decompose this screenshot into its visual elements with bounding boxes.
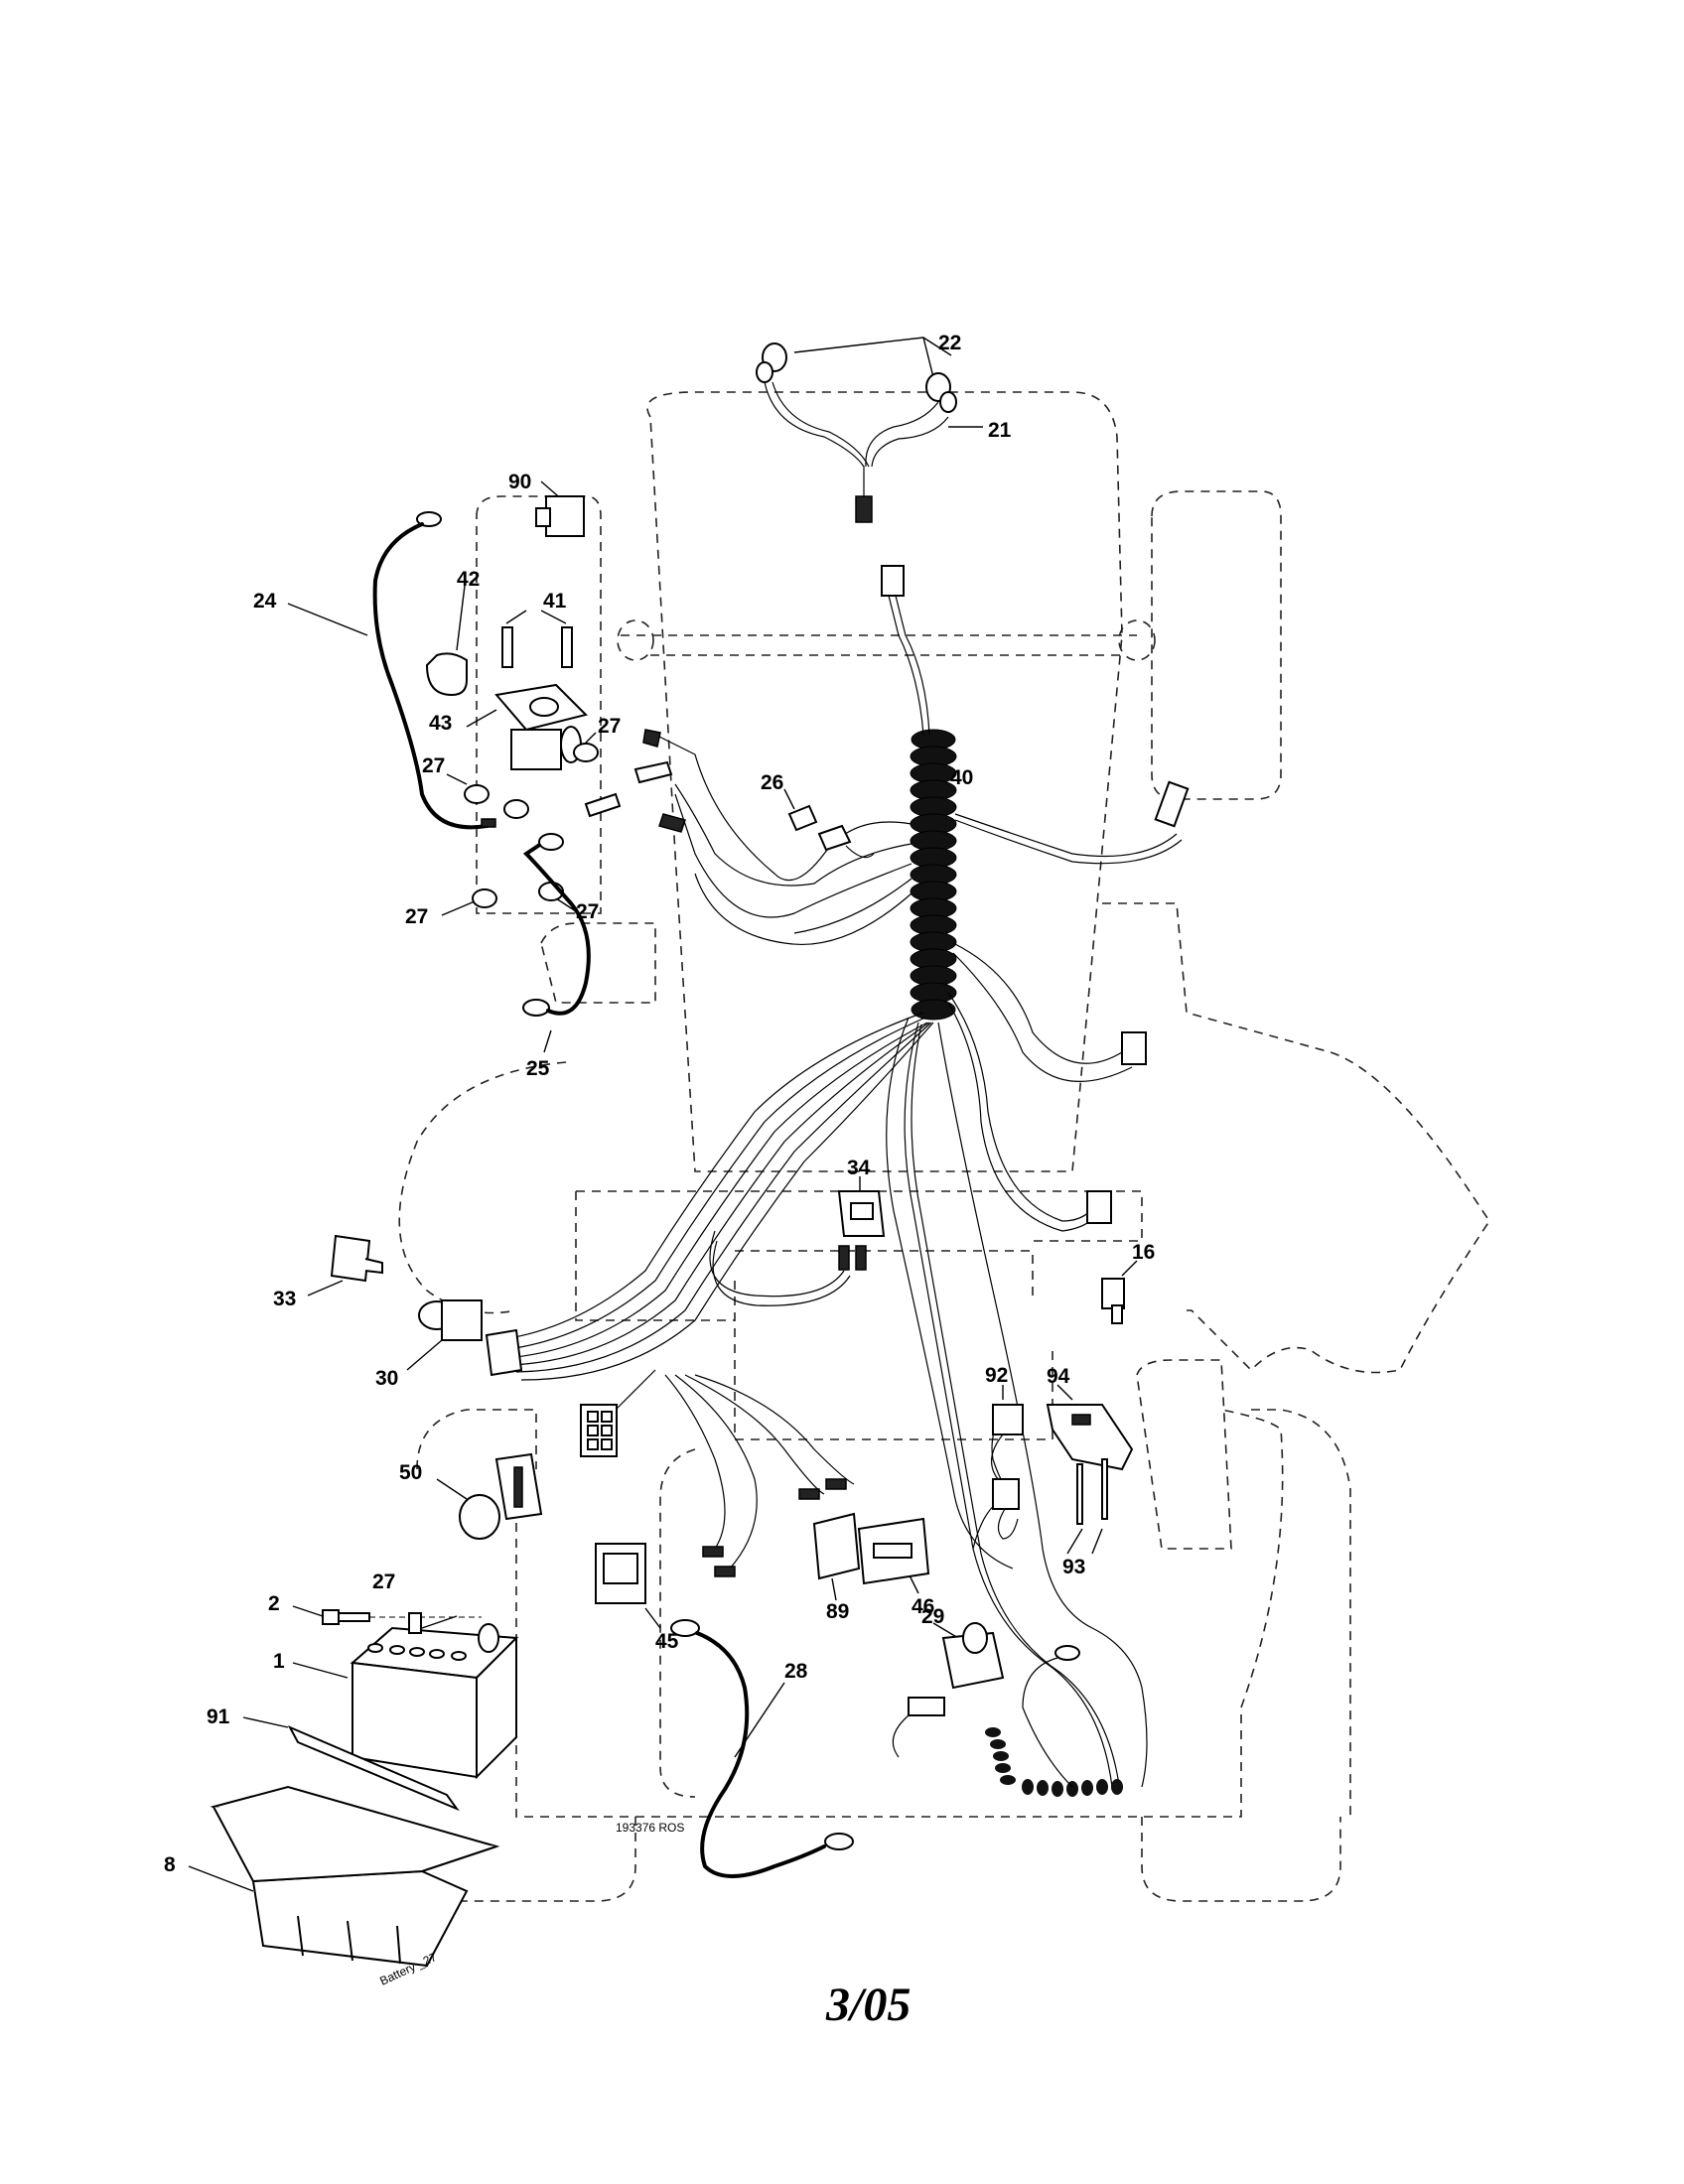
callout-94: 94 (1047, 1365, 1070, 1388)
callout-22: 22 (938, 332, 961, 354)
callout-41: 41 (543, 590, 567, 613)
callout-labels: 22 21 90 42 41 24 43 27 27 27 27 26 40 2… (164, 332, 1155, 1876)
callout-45: 45 (655, 1630, 679, 1653)
callout-28: 28 (784, 1660, 808, 1683)
cable-24 (287, 511, 496, 830)
cable-25 (522, 833, 591, 1053)
relay-90 (535, 480, 585, 537)
callout-90: 90 (508, 471, 531, 493)
relay-92 (991, 1385, 1024, 1540)
switch-34 (837, 1176, 886, 1237)
callout-16: 16 (1132, 1241, 1155, 1264)
callout-43: 43 (429, 712, 452, 735)
harness-connector-8pin (580, 1404, 618, 1457)
headlight-assembly (756, 337, 983, 523)
callout-40: 40 (950, 766, 973, 789)
light-switch-50 (436, 1452, 543, 1540)
footer-date: 3/05 (825, 1979, 911, 2031)
hour-meter-45 (595, 1543, 661, 1629)
callout-42: 42 (457, 568, 480, 591)
callout-30: 30 (375, 1367, 398, 1390)
callout-93: 93 (1062, 1556, 1085, 1578)
battery-strap-91 (242, 1716, 460, 1812)
callout-91: 91 (207, 1706, 230, 1728)
cable-28 (670, 1619, 854, 1878)
callout-21: 21 (988, 419, 1012, 442)
terminal-cap-42 (425, 585, 468, 697)
seat-switch-94 (1046, 1384, 1134, 1471)
callout-27: 27 (422, 754, 445, 777)
tractor-outline (398, 391, 1490, 1902)
bracket-89 (812, 1512, 861, 1601)
drawing-code: 193376 ROS (616, 1821, 684, 1835)
bolt-2 (292, 1605, 482, 1625)
battery-tray-8 (188, 1785, 500, 1968)
switch-16 (1101, 1260, 1138, 1324)
fuse-holder (584, 729, 686, 833)
callout-33: 33 (273, 1288, 296, 1310)
callout-26: 26 (761, 771, 783, 794)
switch-29 (892, 1622, 1123, 1797)
ammeter-46 (857, 1517, 930, 1594)
screws-93 (1066, 1458, 1108, 1555)
callout-34: 34 (847, 1157, 871, 1179)
callout-27: 27 (576, 900, 599, 923)
callout-27: 27 (372, 1570, 395, 1593)
callout-24: 24 (253, 590, 277, 613)
callout-8: 8 (164, 1853, 176, 1876)
callout-25: 25 (526, 1057, 550, 1080)
callout-2: 2 (268, 1592, 280, 1615)
callout-89: 89 (826, 1600, 849, 1623)
ignition-key-33 (307, 1234, 383, 1297)
callout-46: 46 (912, 1595, 934, 1618)
battery-1 (292, 1612, 519, 1780)
screws-41 (501, 610, 573, 668)
callout-92: 92 (985, 1364, 1008, 1387)
callout-29: 29 (921, 1605, 944, 1628)
callout-27: 27 (598, 715, 621, 738)
callout-1: 1 (273, 1650, 285, 1673)
solenoid-43 (466, 683, 588, 770)
connectors-26 (783, 788, 875, 859)
wiring-harness-40 (495, 565, 1190, 1793)
callout-27: 27 (405, 905, 428, 928)
callout-50: 50 (399, 1461, 422, 1484)
ignition-switch-30 (406, 1299, 523, 1377)
